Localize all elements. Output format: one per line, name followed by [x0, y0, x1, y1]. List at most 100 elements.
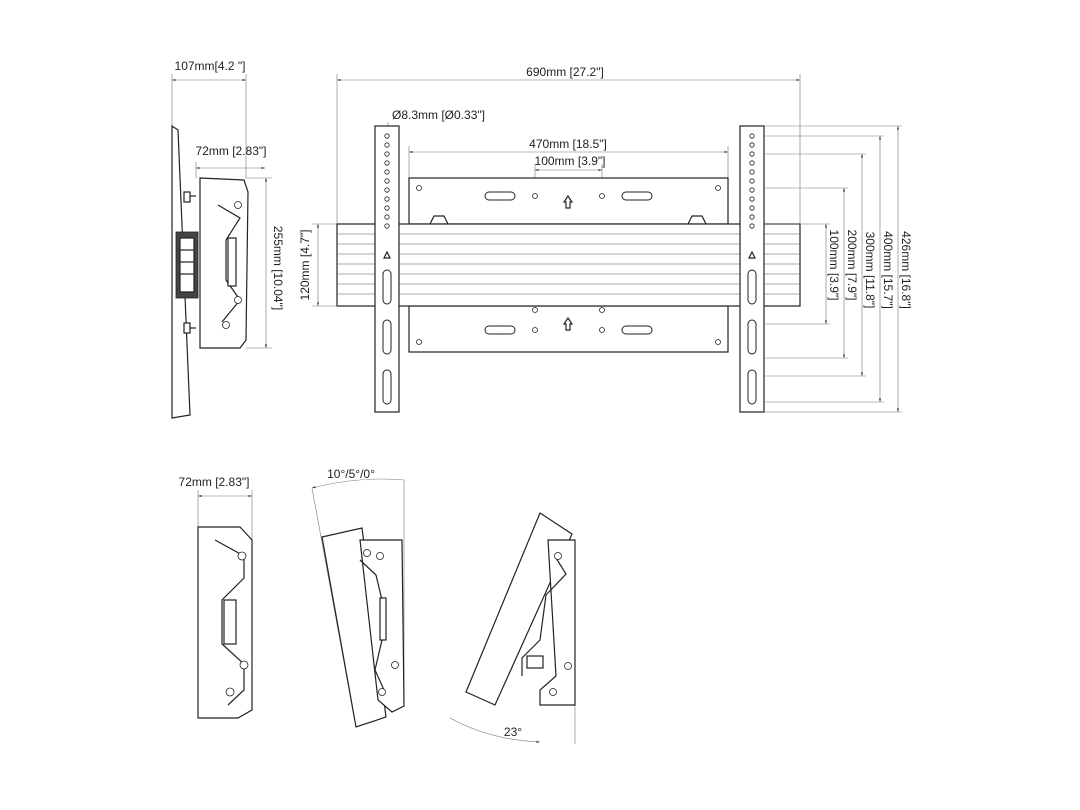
plate-slot	[621, 325, 653, 335]
arm-body	[739, 125, 765, 413]
left-vertical-arm	[374, 125, 400, 413]
down-arrow-icon	[748, 250, 756, 259]
bolt	[376, 552, 384, 560]
tilt-view-0: 72mm [2.83"]	[179, 475, 253, 719]
arm-hole	[749, 133, 755, 139]
plate-hole	[715, 339, 721, 345]
vesa-h300-label: 300mm [11.8"]	[863, 232, 877, 309]
arm-slot	[382, 269, 392, 305]
tilt-settings-label: 10°/5°/0°	[327, 467, 375, 481]
arm-hole	[384, 178, 390, 184]
arm-hole	[749, 160, 755, 166]
bolt	[549, 688, 557, 696]
bolt	[391, 661, 399, 669]
plate-tab	[429, 215, 449, 225]
arm-hole	[749, 151, 755, 157]
plate-hole	[532, 307, 538, 313]
plate-hole	[416, 339, 422, 345]
rail-height-label: 120mm [4.7"]	[298, 230, 312, 301]
front-view: 690mm [27.2"] Ø8.3mm [Ø0.33"] 470mm [18.…	[298, 65, 913, 413]
plate-hole	[532, 193, 538, 199]
vesa-470-label: 470mm [18.5"]	[529, 137, 607, 151]
tilt-arc	[311, 478, 405, 489]
arm-slot	[382, 369, 392, 405]
upper-adapter-plate	[408, 177, 729, 225]
screw-head	[183, 191, 191, 203]
bolt	[378, 688, 386, 696]
overall-height-label: 426mm [16.8"]	[899, 231, 913, 309]
tilt-plate	[321, 527, 387, 728]
arm-hole	[384, 196, 390, 202]
vesa-h400-label: 400mm [15.7"]	[881, 231, 895, 309]
screw-head	[183, 322, 191, 334]
arm-hole	[384, 205, 390, 211]
plate-slot	[621, 191, 653, 201]
arm-hole	[749, 169, 755, 175]
arm-slot	[382, 319, 392, 355]
plate-hole	[599, 327, 605, 333]
tilt-plate	[465, 512, 573, 706]
bracket-slot	[379, 597, 387, 641]
vesa-h200-label: 200mm [7.9"]	[845, 230, 859, 301]
down-arrow-icon	[383, 250, 391, 259]
arm-hole	[749, 214, 755, 220]
arm-hole	[384, 133, 390, 139]
lower-adapter-plate	[408, 305, 729, 353]
bolt	[237, 551, 247, 561]
bolt	[234, 296, 242, 304]
arm-hole	[384, 169, 390, 175]
bolt	[239, 660, 249, 670]
plate-hole	[599, 193, 605, 199]
arm-hole	[384, 151, 390, 157]
bracket-cutout	[521, 557, 567, 676]
up-arrow-icon	[562, 316, 574, 331]
arm-hole	[384, 214, 390, 220]
arm-hole	[749, 196, 755, 202]
bolt	[554, 552, 562, 560]
bracket-depth-label: 72mm [2.83"]	[196, 144, 267, 158]
bracket-slot	[526, 655, 544, 669]
up-arrow-icon	[562, 194, 574, 209]
vesa-100-label: 100mm [3.9"]	[535, 154, 606, 168]
plate-hole	[532, 327, 538, 333]
tilt-view-10: 10°/5°/0°	[311, 467, 405, 728]
vesa-h100-label: 100mm [3.9"]	[827, 230, 841, 301]
arm-slot	[747, 319, 757, 355]
plate-hole	[715, 185, 721, 191]
plate-tab	[687, 215, 707, 225]
plate-slot	[484, 325, 516, 335]
bolt	[225, 687, 235, 697]
tilt-arc	[449, 717, 541, 743]
tilt-view-23: 23°	[449, 512, 576, 744]
plate-slot	[484, 191, 516, 201]
max-tilt-label: 23°	[504, 725, 522, 739]
arm-hole	[384, 187, 390, 193]
rail-profile	[179, 237, 195, 293]
arm-slot	[747, 269, 757, 305]
hole-diameter-label: Ø8.3mm [Ø0.33"]	[392, 108, 485, 122]
arm-hole	[384, 160, 390, 166]
arm-hole	[749, 142, 755, 148]
plate-hole	[599, 307, 605, 313]
plate-hole	[416, 185, 422, 191]
right-vertical-arm	[739, 125, 765, 413]
bolt	[222, 321, 230, 329]
bracket-height-label: 255mm [10.04"]	[271, 226, 285, 310]
bolt	[363, 549, 371, 557]
tilt-depth-label: 72mm [2.83"]	[179, 475, 250, 489]
overall-depth-label: 107mm[4.2 "]	[175, 59, 246, 73]
side-view: 107mm[4.2 "] 72mm [2.83"] 255mm [10.04"]	[171, 59, 285, 419]
bolt	[234, 201, 242, 209]
arm-body	[374, 125, 400, 413]
bracket-slot	[223, 599, 237, 645]
arm-hole	[384, 223, 390, 229]
arm-slot	[747, 369, 757, 405]
horizontal-rail	[336, 223, 801, 307]
bolt	[564, 662, 572, 670]
arm-hole	[749, 178, 755, 184]
arm-hole	[749, 187, 755, 193]
bracket-slot	[227, 237, 237, 287]
overall-width-label: 690mm [27.2"]	[526, 65, 604, 79]
arm-hole	[749, 223, 755, 229]
